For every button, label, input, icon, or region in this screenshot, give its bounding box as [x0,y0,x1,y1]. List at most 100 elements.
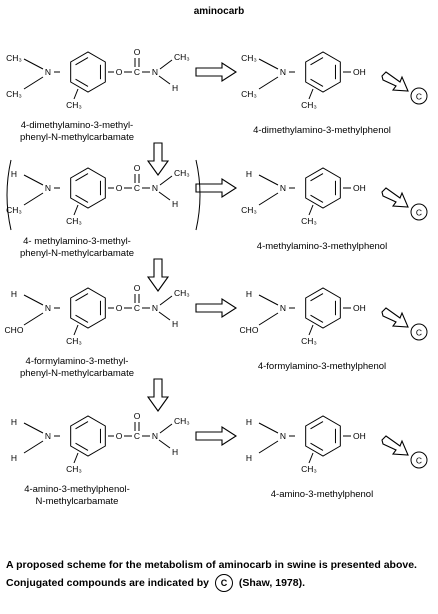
row3-conjugation-arrow [381,307,409,328]
row3-phenol-ring [305,287,341,329]
row3-parent-ring-double-bond [75,314,89,323]
row1-phenol-methyl-bond [308,88,314,100]
row3-parent-name-line2: phenyl-N-methylcarbamate [20,368,134,379]
row3-phenol-n-sub-top: H [246,289,252,299]
row2-conjugation-arrow [381,187,409,208]
row2-amide-me: CH₃ [174,168,190,178]
row2-carbamate-c: C [134,183,140,193]
row4-parent-n-bond-top [23,422,44,434]
row3-parent-methyl-bond [73,324,79,336]
row1-to-next-arrow [146,142,170,176]
row4-conjugation-arrow [381,435,409,456]
row2-phenol-n-bond-bottom [258,192,279,206]
row3-parent-n-sub-bottom: CHO [5,325,24,335]
row4-phenol-methyl: CH₃ [301,464,317,474]
row3-parent-n-sub-top: H [11,289,17,299]
row1-phenol-n-sub-bottom: CH₃ [241,89,257,99]
row4-amide-h-bond [158,439,171,449]
row3-parent-n-bond-top [23,294,44,306]
row3-amide-me: CH₃ [174,288,190,298]
row3-phenol-methyl: CH₃ [301,336,317,346]
row1-conjugation-circle [410,87,428,105]
caption-text: A proposed scheme for the metabolism of … [6,559,417,589]
row4-parent-ring-double-bond [75,421,89,430]
row1-amide-me: CH₃ [174,52,190,62]
row1-ester-o: O [116,67,123,77]
row2-parent-n-bond-bottom [23,192,44,206]
row4-parent-ring [70,415,106,457]
row4-phenol-n-bond-top [258,422,279,434]
row4-amide-n: N [152,431,158,441]
row2-parent-methyl-bond [73,204,79,216]
row3-phenol-n-sub-bottom: CHO [240,325,259,335]
row4-parent-n-atom: N [45,431,51,441]
row3-to-next-arrow [146,378,170,412]
row4-conjugation-circle [410,451,428,469]
row3-phenol-ring-double-bond [310,293,324,302]
row1-phenol-oh: OH [353,67,366,77]
row4-conjugation-label: C [416,456,422,466]
row3-phenol-n-atom: N [280,303,286,313]
caption-citation: (Shaw, 1978). [238,576,306,589]
conjugate-mark-icon: C [214,574,233,592]
row1-parent-n-bond-top [23,58,44,70]
row4-parent-name-line2: N-methylcarbamate [36,496,119,507]
figure-caption: A proposed scheme for the metabolism of … [6,557,434,592]
scheme-title: aminocarb [194,6,245,17]
row1-amide-me-bond [159,59,173,70]
row3-amide-h: H [172,319,178,329]
row2-parent-n-sub-top: H [11,169,17,179]
row1-phenol-ring [305,51,341,93]
row4-phenol-name: 4-amino-3-methylphenol [271,489,373,500]
row1-phenol-n-bond-top [258,58,279,70]
row2-parent-name-line2: phenyl-N-methylcarbamate [20,248,134,259]
row2-parent-n-atom: N [45,183,51,193]
row3-parent-n-atom: N [45,303,51,313]
row1-carbamate-c: C [134,67,140,77]
row4-phenol-n-sub-top: H [246,417,252,427]
row1-parent-name-line2: phenyl-N-methylcarbamate [20,132,134,143]
row1-phenol-n-bond-bottom [258,76,279,90]
row2-phenol-n-bond-top [258,174,279,186]
row4-phenol-n-atom: N [280,431,286,441]
row1-phenol-n-sub-top: CH₃ [241,53,257,63]
row3-phenol-oh: OH [353,303,366,313]
row2-amide-h-bond [158,191,171,201]
row2-parent-ring [70,167,106,209]
row3-parent-methyl: CH₃ [66,336,82,346]
row4-phenol-ring-double-bond [310,442,324,451]
row1-parent-ring-double-bond [75,57,89,66]
row1-carbonyl-o: O [134,47,141,57]
row2-phenol-ring-double-bond [310,194,324,203]
row2-phenol-n-sub-bottom: CH₃ [241,205,257,215]
row2-phenol-oh: OH [353,183,366,193]
row4-parent-n-sub-bottom: H [11,453,17,463]
row3-hydrolysis-arrow [195,297,238,319]
row2-hydrolysis-arrow [195,177,238,199]
row3-phenol-ring-double-bond [310,314,324,323]
row2-phenol-methyl-bond [308,204,314,216]
bracket-right [195,159,201,231]
row2-parent-name-line1: 4- methylamino-3-methyl- [23,236,131,247]
row1-hydrolysis-arrow [195,61,238,83]
row4-phenol-n-sub-bottom: H [246,453,252,463]
row1-parent-name-line1: 4-dimethylamino-3-methyl- [21,120,133,131]
row4-phenol-ring-double-bond [310,421,324,430]
row4-parent-n-sub-top: H [11,417,17,427]
row3-carbonyl-o: O [134,283,141,293]
row1-parent-n-sub-top: CH₃ [6,53,22,63]
row3-amide-me-bond [159,295,173,306]
row1-phenol-ring-double-bond [310,78,324,87]
row4-parent-name-line1: 4-amino-3-methylphenol- [24,484,130,495]
row3-carbamate-c: C [134,303,140,313]
row1-parent-ring-double-bond [75,78,89,87]
row4-ester-o: O [116,431,123,441]
row2-parent-n-bond-top [23,174,44,186]
row3-amide-h-bond [158,311,171,321]
row2-phenol-ring [305,167,341,209]
row1-amide-n: N [152,67,158,77]
row3-conjugation-circle [410,323,428,341]
row3-phenol-n-bond-bottom [258,312,279,326]
row2-ester-o: O [116,183,123,193]
